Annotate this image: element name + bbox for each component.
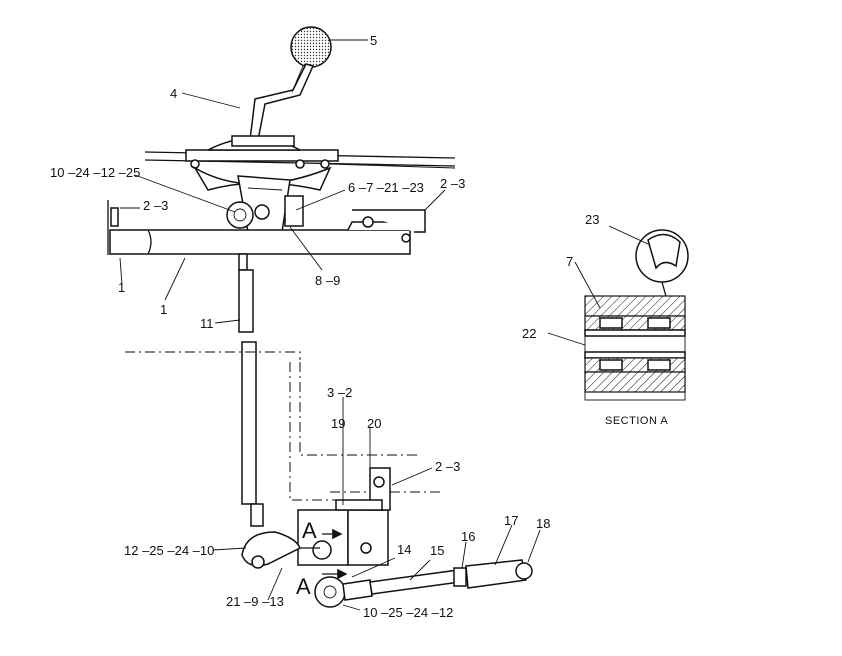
lower-bracket — [297, 467, 391, 566]
callout-21-9-13: 21 –9 –13 — [226, 594, 284, 609]
shifter-body — [226, 175, 304, 233]
callout-17: 17 — [504, 513, 518, 528]
callout-1: 1 — [160, 302, 167, 317]
callout-2-3-lower: 2 –3 — [435, 459, 460, 474]
callout-5: 5 — [370, 33, 377, 48]
callout-20: 20 — [367, 416, 381, 431]
callout-10-25-24-12-bottom: 10 –25 –24 –12 — [363, 605, 453, 620]
callout-6-7-21-23: 6 –7 –21 –23 — [348, 180, 424, 195]
shift-rod — [238, 269, 264, 527]
callout-7: 7 — [566, 254, 573, 269]
callout-14: 14 — [397, 542, 411, 557]
section-arrows — [322, 528, 348, 580]
callout-8-9: 8 –9 — [315, 273, 340, 288]
section-marker-upper: A — [302, 518, 317, 543]
callout-15: 15 — [430, 543, 444, 558]
callout-22: 22 — [522, 326, 536, 341]
rod-end-left — [241, 531, 320, 569]
callout-10-24-12-25-top: 10 –24 –12 –25 — [50, 165, 140, 180]
callout-12-25-24-10: 12 –25 –24 –10 — [124, 543, 214, 558]
lower-linkage — [314, 559, 533, 608]
section-title: SECTION A — [605, 415, 668, 427]
section-a-view — [584, 229, 689, 401]
boot-plate — [185, 135, 339, 191]
callout-23: 23 — [585, 212, 599, 227]
section-marker-lower: A — [296, 574, 311, 599]
reference-lines — [125, 351, 440, 501]
callout-3-2: 3 –2 — [327, 385, 352, 400]
callout-2-3-left-top: 2 –3 — [143, 198, 168, 213]
callout-2-3-right-top: 2 –3 — [440, 176, 465, 191]
callout-19: 19 — [331, 416, 345, 431]
callout-18: 18 — [536, 516, 550, 531]
callout-4: 4 — [170, 86, 177, 101]
callout-11: 11 — [200, 316, 214, 331]
callout-1-left: 1 — [118, 280, 125, 295]
leader-lines — [119, 39, 651, 611]
callout-labels: 5 4 10 –24 –12 –25 6 –7 –21 –23 2 –3 2 –… — [50, 33, 668, 620]
callout-16: 16 — [461, 529, 475, 544]
shift-lever — [249, 26, 332, 141]
shift-knob — [290, 26, 332, 68]
base-bracket — [107, 200, 426, 271]
